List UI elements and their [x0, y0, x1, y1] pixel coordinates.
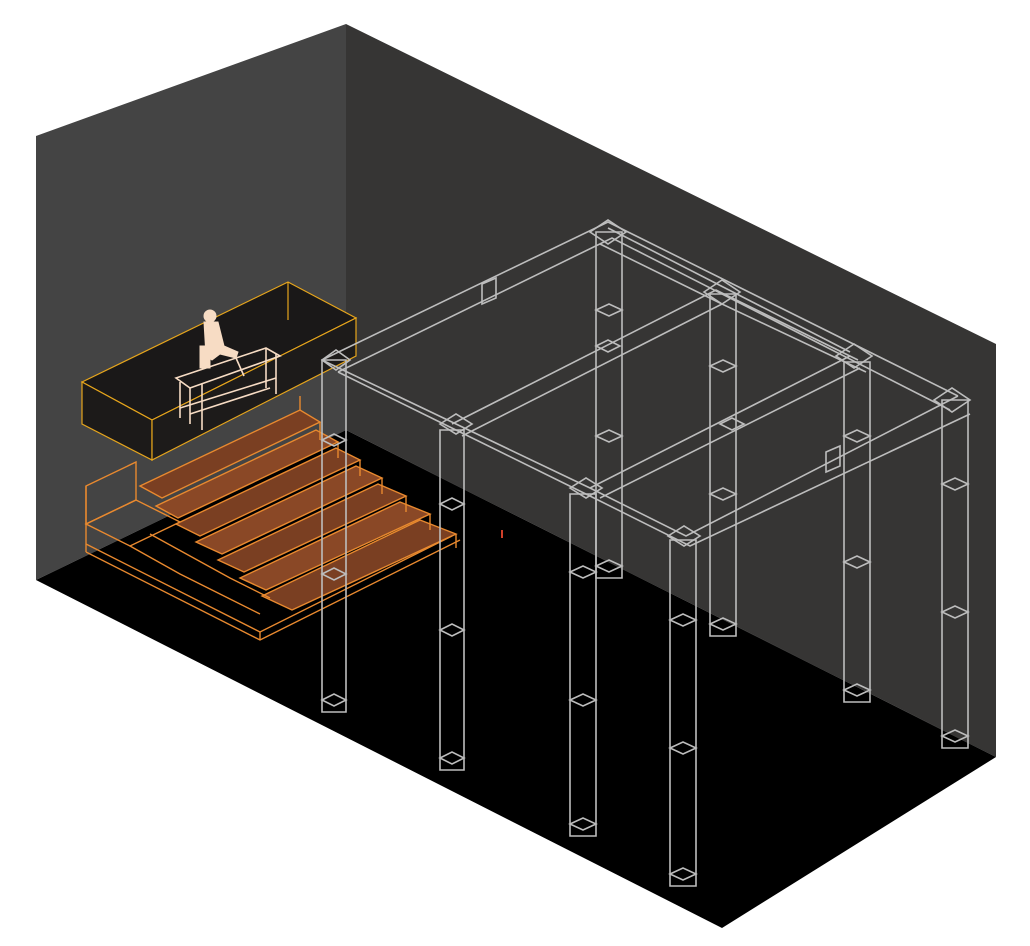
back-wall	[346, 24, 996, 757]
truss-frame[interactable]	[320, 219, 972, 887]
seated-figure	[174, 309, 282, 430]
